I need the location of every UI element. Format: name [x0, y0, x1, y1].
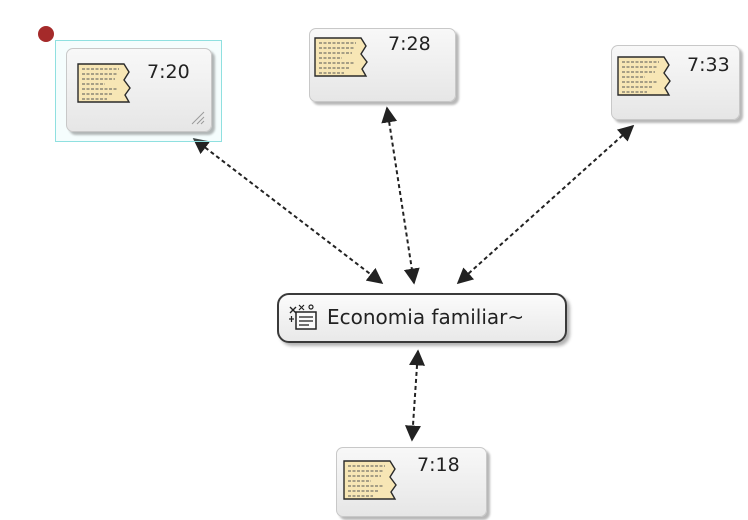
- code-label: Economia familiar~: [327, 305, 525, 329]
- quotation-label: 7:18: [417, 454, 460, 476]
- text-document-icon: [617, 56, 671, 96]
- quotation-label: 7:33: [687, 54, 730, 76]
- quotation-label: 7:28: [388, 33, 431, 55]
- quotation-node-7-28[interactable]: 7:28: [309, 28, 456, 102]
- code-family-icon: [289, 304, 317, 330]
- link-728-code[interactable]: [381, 106, 420, 285]
- quotation-node-7-18[interactable]: 7:18: [336, 447, 487, 517]
- link-code-718[interactable]: [404, 349, 426, 442]
- text-document-icon: [314, 37, 368, 77]
- quotation-node-7-20[interactable]: 7:20: [66, 48, 212, 132]
- code-node-economia-familiar[interactable]: Economia familiar~: [277, 293, 567, 343]
- text-document-icon: [343, 460, 397, 500]
- link-720-code[interactable]: [192, 138, 384, 284]
- quotation-node-7-33[interactable]: 7:33: [611, 45, 740, 120]
- quotation-label: 7:20: [147, 61, 190, 83]
- link-733-code[interactable]: [456, 124, 635, 285]
- text-document-icon: [77, 63, 131, 103]
- resize-grip-icon[interactable]: [189, 109, 205, 125]
- selection-marker[interactable]: [38, 26, 54, 42]
